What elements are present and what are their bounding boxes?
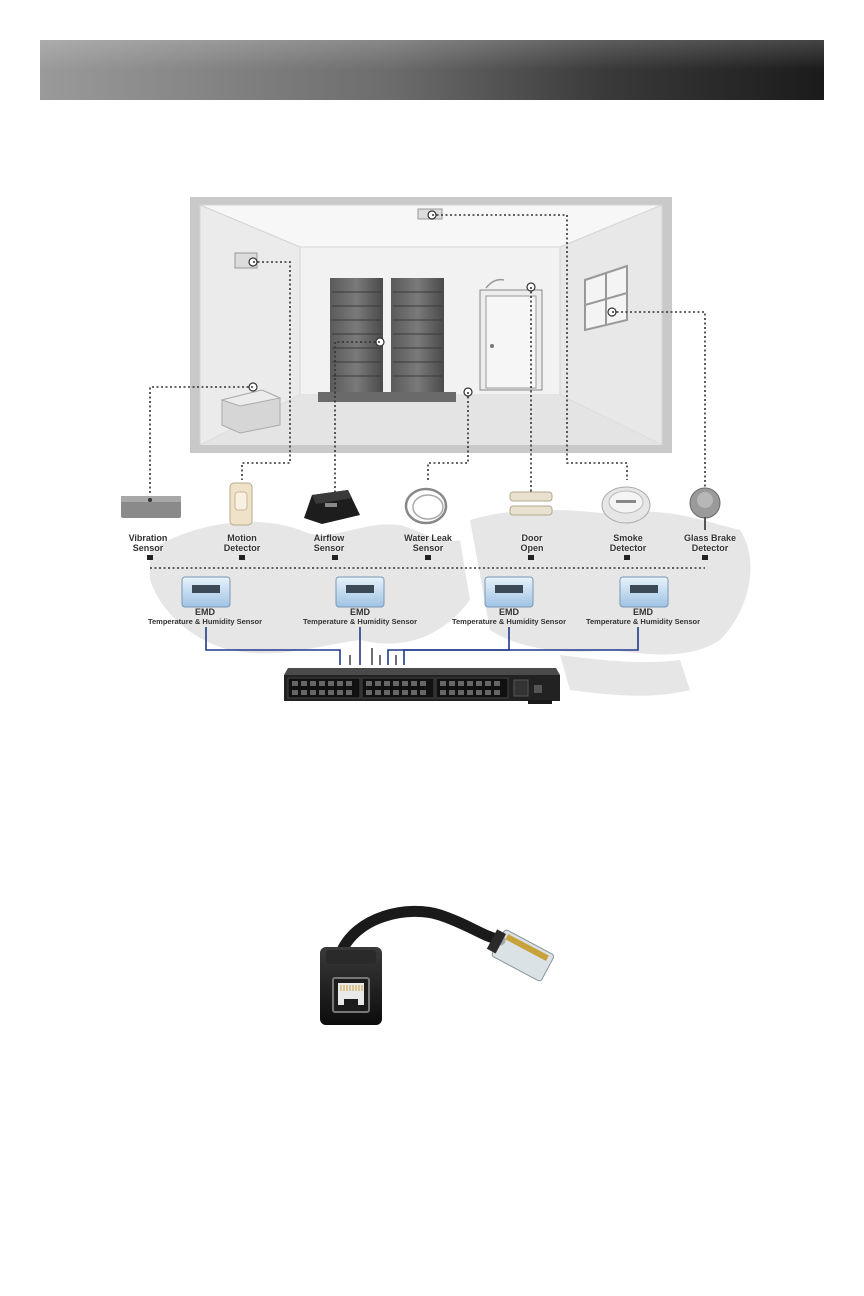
emd-name: EMD xyxy=(135,608,275,617)
server-room-icon xyxy=(190,197,672,453)
emd-unit-2 xyxy=(336,577,384,607)
motion-detector-icon xyxy=(230,483,252,525)
vibration-sensor-icon xyxy=(121,496,181,518)
motion-detector-label: Motion Detector xyxy=(197,533,287,553)
smoke-detector-icon xyxy=(602,487,650,523)
emd-name: EMD xyxy=(439,608,579,617)
network-switch-icon xyxy=(284,668,560,704)
emd-description: Temperature & Humidity Sensor xyxy=(439,617,579,626)
emd-description: Temperature & Humidity Sensor xyxy=(135,617,275,626)
water-leak-sensor-label: Water Leak Sensor xyxy=(383,533,473,553)
water-leak-sensor-icon xyxy=(406,489,446,523)
sensor-label-line2: Sensor xyxy=(103,543,193,553)
sensor-label-line2: Detector xyxy=(197,543,287,553)
airflow-sensor-icon xyxy=(304,490,360,524)
door-open-sensor-icon xyxy=(510,492,552,515)
door-open-sensor-label: Door Open xyxy=(487,533,577,553)
emd-label-3: EMD Temperature & Humidity Sensor xyxy=(439,608,579,626)
emd-label-4: EMD Temperature & Humidity Sensor xyxy=(573,608,713,626)
sensor-label-line1: Water Leak xyxy=(383,533,473,543)
emd-unit-3 xyxy=(485,577,533,607)
sensor-label-line1: Smoke xyxy=(583,533,673,543)
emd-unit-4 xyxy=(620,577,668,607)
smoke-detector-label: Smoke Detector xyxy=(583,533,673,553)
sensor-label-line2: Detector xyxy=(665,543,755,553)
emd-name: EMD xyxy=(573,608,713,617)
sensor-label-line1: Vibration xyxy=(103,533,193,543)
sensor-label-line2: Detector xyxy=(583,543,673,553)
glass-break-detector-label: Glass Brake Detector xyxy=(665,533,755,553)
vibration-sensor-label: Vibration Sensor xyxy=(103,533,193,553)
emd-description: Temperature & Humidity Sensor xyxy=(573,617,713,626)
emd-description: Temperature & Humidity Sensor xyxy=(290,617,430,626)
sensor-label-line2: Sensor xyxy=(383,543,473,553)
airflow-sensor-label: Airflow Sensor xyxy=(284,533,374,553)
sensor-label-line1: Airflow xyxy=(284,533,374,543)
rj45-adapter-cable-icon xyxy=(320,911,555,1025)
sensor-label-line2: Open xyxy=(487,543,577,553)
sensor-label-line1: Motion xyxy=(197,533,287,543)
emd-label-1: EMD Temperature & Humidity Sensor xyxy=(135,608,275,626)
emd-unit-1 xyxy=(182,577,230,607)
emd-name: EMD xyxy=(290,608,430,617)
sensor-label-line2: Sensor xyxy=(284,543,374,553)
emd-label-2: EMD Temperature & Humidity Sensor xyxy=(290,608,430,626)
sensor-label-line1: Glass Brake xyxy=(665,533,755,543)
sensor-label-line1: Door xyxy=(487,533,577,543)
